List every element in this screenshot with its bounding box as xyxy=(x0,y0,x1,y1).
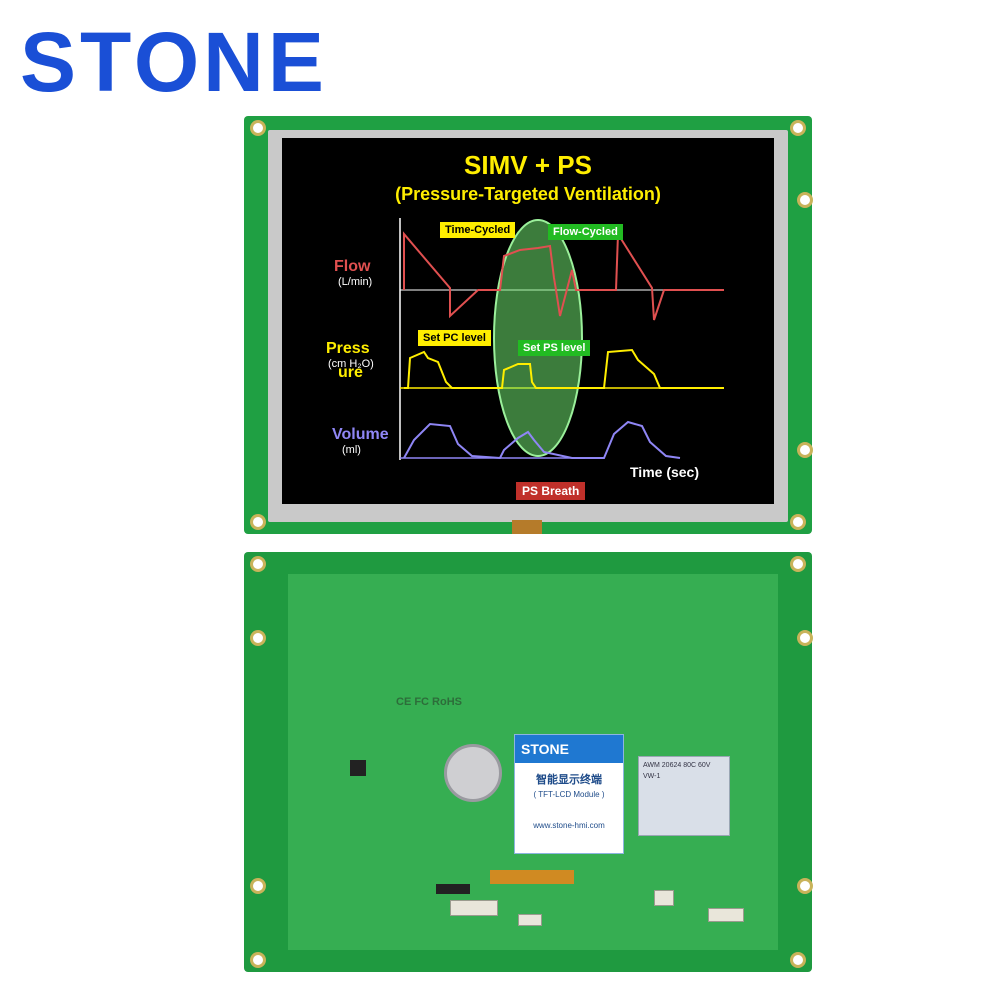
mount-hole xyxy=(790,514,806,530)
mount-hole xyxy=(790,120,806,136)
mount-hole xyxy=(797,630,813,646)
ribbon-cable-text: AWM 20624 80C 60V VW-1 xyxy=(643,762,711,780)
mount-hole xyxy=(250,952,266,968)
display-front-board: SIMV + PS (Pressure-Targeted Ventilation… xyxy=(244,116,813,534)
flow-label: Flow xyxy=(334,258,371,275)
set-pc-tag: Set PC level xyxy=(418,330,491,346)
connector xyxy=(518,914,542,926)
mount-hole xyxy=(250,630,266,646)
flex-cable xyxy=(512,520,542,534)
screen-title: SIMV + PS xyxy=(464,150,592,180)
pcb-area: CE FC RoHS STONE 智能显示终端 ( TFT-LCD Module… xyxy=(288,574,778,950)
ventilation-waveform-graphic xyxy=(399,218,724,460)
label-brand: STONE xyxy=(515,735,623,763)
mount-hole xyxy=(797,442,813,458)
connector xyxy=(450,900,498,916)
ic-chip xyxy=(350,760,366,776)
mount-hole xyxy=(250,556,266,572)
ps-breath-tag: PS Breath xyxy=(516,482,586,500)
volume-label: Volume xyxy=(332,426,389,443)
mount-hole xyxy=(250,514,266,530)
lcd-screen: SIMV + PS (Pressure-Targeted Ventilation… xyxy=(282,138,774,504)
mount-hole xyxy=(250,120,266,136)
volume-unit: (ml) xyxy=(342,444,361,456)
mount-hole xyxy=(250,878,266,894)
flow-cycled-tag: Flow-Cycled xyxy=(548,224,623,240)
connector xyxy=(708,908,744,922)
time-cycled-tag: Time-Cycled xyxy=(440,222,516,238)
connector xyxy=(654,890,674,906)
pressure-label: Press xyxy=(326,340,370,357)
screen-subtitle: (Pressure-Targeted Ventilation) xyxy=(395,184,661,204)
display-back-board: CE FC RoHS STONE 智能显示终端 ( TFT-LCD Module… xyxy=(244,552,813,972)
time-axis-label: Time (sec) xyxy=(630,464,699,480)
brand-logo: STONE xyxy=(20,15,328,109)
ic-chip xyxy=(436,884,470,894)
mount-hole xyxy=(797,878,813,894)
certification-marks: CE FC RoHS xyxy=(396,696,462,708)
label-url: www.stone-hmi.com xyxy=(533,821,605,830)
mount-hole xyxy=(797,192,813,208)
set-ps-tag: Set PS level xyxy=(518,340,591,356)
flow-unit: (L/min) xyxy=(338,276,373,288)
mount-hole xyxy=(790,556,806,572)
mount-hole xyxy=(790,952,806,968)
ribbon-cable: AWM 20624 80C 60V VW-1 xyxy=(638,756,730,836)
label-chinese: 智能显示终端 xyxy=(536,774,602,786)
product-label: STONE 智能显示终端 ( TFT-LCD Module ) www.ston… xyxy=(514,734,624,854)
coin-battery xyxy=(444,744,502,802)
pressure-unit: (cm H₂O) xyxy=(328,358,374,370)
pressure-label-cont: ure xyxy=(338,364,363,381)
label-subtitle: ( TFT-LCD Module ) xyxy=(533,790,605,799)
fpc-connector xyxy=(490,870,574,884)
